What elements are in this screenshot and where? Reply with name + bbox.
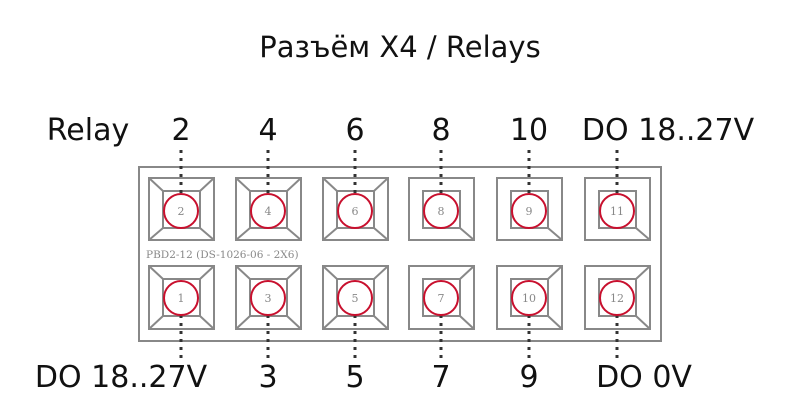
pin-number: 4 xyxy=(265,205,272,218)
bottom-label-5: 9 xyxy=(519,360,539,395)
pin-number: 3 xyxy=(265,292,272,305)
pin-circle-4 xyxy=(250,193,286,229)
top-label-1: 2 xyxy=(171,113,191,148)
pin-number: 9 xyxy=(526,205,533,218)
bottom-label-2: 3 xyxy=(258,360,278,395)
pin-circle-7 xyxy=(423,280,459,316)
pin-number: 11 xyxy=(610,205,624,218)
pin-number: 6 xyxy=(352,205,359,218)
pin-circle-9 xyxy=(511,193,547,229)
pin-circle-2 xyxy=(163,193,199,229)
pin-circle-5 xyxy=(337,280,373,316)
bottom-label-1: DO 18..27V xyxy=(34,360,208,395)
top-label-2: 4 xyxy=(258,113,278,148)
pin-circle-10 xyxy=(511,280,547,316)
pin-circle-11 xyxy=(599,193,635,229)
pin-circle-1 xyxy=(163,280,199,316)
pin-circle-8 xyxy=(423,193,459,229)
pin-number: 5 xyxy=(352,292,359,305)
connector-caption: PBD2-12 (DS-1026-06 - 2X6) xyxy=(146,249,299,261)
pin-cell-5 xyxy=(322,265,389,330)
pin-circle-12 xyxy=(599,280,635,316)
connector-frame xyxy=(138,166,662,342)
top-label-4: 8 xyxy=(431,113,451,148)
pin-number: 12 xyxy=(610,292,624,305)
pin-cell-3 xyxy=(235,265,302,330)
pin-number: 2 xyxy=(178,205,185,218)
pin-cell-4 xyxy=(235,177,302,241)
row-label-relay: Relay xyxy=(46,113,130,148)
top-label-6: DO 18..27V xyxy=(581,113,755,148)
pin-number: 10 xyxy=(522,292,536,305)
bottom-label-3: 5 xyxy=(345,360,365,395)
bottom-label-6: DO 0V xyxy=(596,360,692,395)
pin-circle-6 xyxy=(337,193,373,229)
pin-number: 8 xyxy=(438,205,445,218)
pin-number: 1 xyxy=(178,292,185,305)
pin-number: 7 xyxy=(438,292,445,305)
bottom-label-4: 7 xyxy=(431,360,451,395)
top-label-3: 6 xyxy=(345,113,365,148)
top-label-5: 10 xyxy=(509,113,549,148)
diagram-title: Разъём X4 / Relays xyxy=(259,30,541,64)
pin-circle-3 xyxy=(250,280,286,316)
